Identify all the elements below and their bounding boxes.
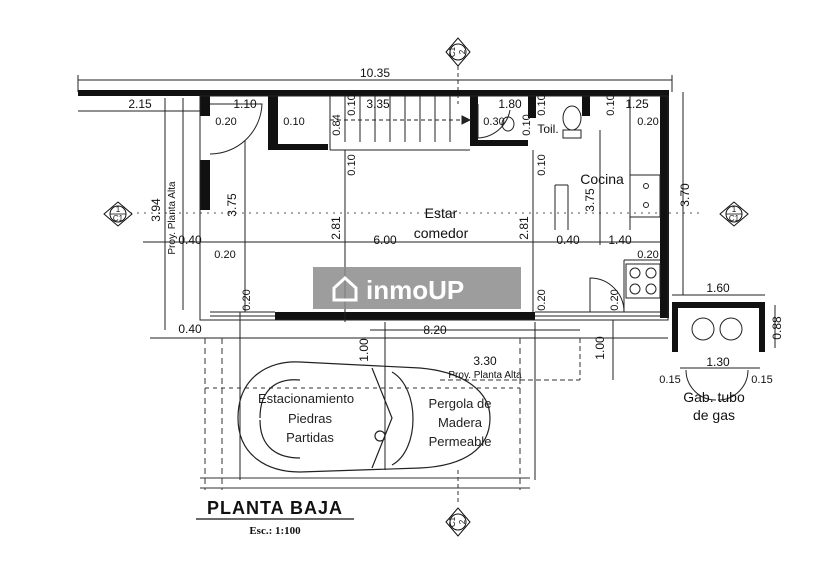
dim-010-g: 0.10 [605, 94, 617, 115]
parking-label-3: Partidas [286, 430, 334, 445]
room-label-estar: Estar [425, 205, 458, 221]
gas-label-2: de gas [693, 407, 735, 423]
dim-330: 3.30 [473, 354, 497, 368]
dim-010-b: 0.10 [346, 94, 358, 115]
dim-084: 0.84 [331, 114, 343, 135]
dim-100-a: 1.00 [357, 338, 371, 362]
dim-110: 1.10 [233, 97, 257, 111]
dim-010-d: 0.10 [521, 114, 533, 135]
title-block: PLANTA BAJA Esc.: 1:100 [196, 498, 354, 537]
pergola-label-1: Pergola de [429, 396, 492, 411]
dim-215: 2.15 [128, 97, 152, 111]
parking-area [200, 338, 581, 490]
parking-label-2: Piedras [288, 411, 333, 426]
dim-160: 1.60 [706, 281, 730, 295]
side-left-label-b: C1 [113, 214, 124, 223]
dim-015-a: 0.15 [659, 374, 680, 386]
section-top-label-b: 2 [458, 49, 467, 54]
dim-281-b: 2.81 [517, 216, 531, 240]
dim-010-e: 0.10 [536, 94, 548, 115]
dim-020-e: 0.20 [241, 289, 253, 310]
dim-040-c: 0.40 [178, 322, 202, 336]
dim-088: 0.88 [770, 316, 784, 340]
section-marker-bottom: C1 2 [445, 470, 471, 537]
dim-375-a: 3.75 [225, 193, 239, 217]
watermark-text: inmoUP [366, 275, 464, 305]
dim-020-d: 0.20 [637, 249, 658, 261]
room-label-toil: Toil. [537, 122, 558, 136]
section-marker-top: C1 2 [445, 37, 471, 104]
dim-820: 8.20 [423, 323, 447, 337]
dim-020-c: 0.20 [214, 249, 235, 261]
gas-label-1: Gab. tubo [683, 389, 745, 405]
parking-label-1: Estacionamiento [258, 391, 354, 406]
dim-335: 3.35 [366, 97, 390, 111]
dim-015-b: 0.15 [751, 374, 772, 386]
stair [329, 96, 472, 151]
dim-040-a: 0.40 [178, 233, 202, 247]
dim-010-c: 0.10 [346, 154, 358, 175]
watermark-logo: inmoUP [313, 267, 521, 309]
side-left-label-a: 1 [116, 205, 121, 214]
dim-370: 3.70 [678, 183, 692, 207]
room-label-cocina: Cocina [580, 171, 624, 187]
dim-394: 3.94 [149, 198, 163, 222]
side-marker-right: 1 C1 [719, 201, 749, 227]
thin-walls [199, 95, 669, 322]
car-outline [237, 361, 491, 473]
side-right-label-a: 1 [732, 205, 737, 214]
proy-note-left: Proy. Planta Alta [167, 181, 178, 255]
section-bottom-label-a: C1 [448, 516, 457, 527]
dim-100-b: 1.00 [593, 336, 607, 360]
room-label-comedor: comedor [414, 225, 469, 241]
dim-040-b: 0.40 [556, 233, 580, 247]
dim-130: 1.30 [706, 355, 730, 369]
dim-600: 6.00 [373, 233, 397, 247]
dim-140: 1.40 [608, 233, 632, 247]
dim-020-f: 0.20 [536, 289, 548, 310]
side-right-label-b: C1 [729, 214, 740, 223]
pergola-label-2: Madera [438, 415, 483, 430]
dim-010-a: 0.10 [283, 116, 304, 128]
dim-125: 1.25 [625, 97, 649, 111]
dim-180: 1.80 [498, 97, 522, 111]
fixtures [501, 105, 743, 341]
dim-030: 0.30 [483, 116, 504, 128]
dim-281-a: 2.81 [329, 216, 343, 240]
dim-010-f: 0.10 [536, 154, 548, 175]
plan-title: PLANTA BAJA [207, 498, 343, 518]
proy-note-bottom: Proy. Planta Alta [448, 370, 522, 381]
doors [209, 103, 749, 401]
dimension-lines [77, 75, 776, 369]
walls [78, 90, 765, 352]
section-top-label-a: C1 [448, 46, 457, 57]
section-bottom-label-b: 2 [458, 519, 467, 524]
inner-dimension-lines [239, 130, 614, 480]
dim-375-b: 3.75 [583, 188, 597, 212]
dim-020-b: 0.20 [637, 116, 658, 128]
dim-020-g: 0.20 [609, 289, 621, 310]
plan-scale: Esc.: 1:100 [249, 525, 301, 537]
dim-total-width: 10.35 [360, 66, 390, 80]
pergola-label-3: Permeable [429, 434, 492, 449]
side-marker-left: 1 C1 [103, 201, 700, 227]
dim-020-a: 0.20 [215, 116, 236, 128]
